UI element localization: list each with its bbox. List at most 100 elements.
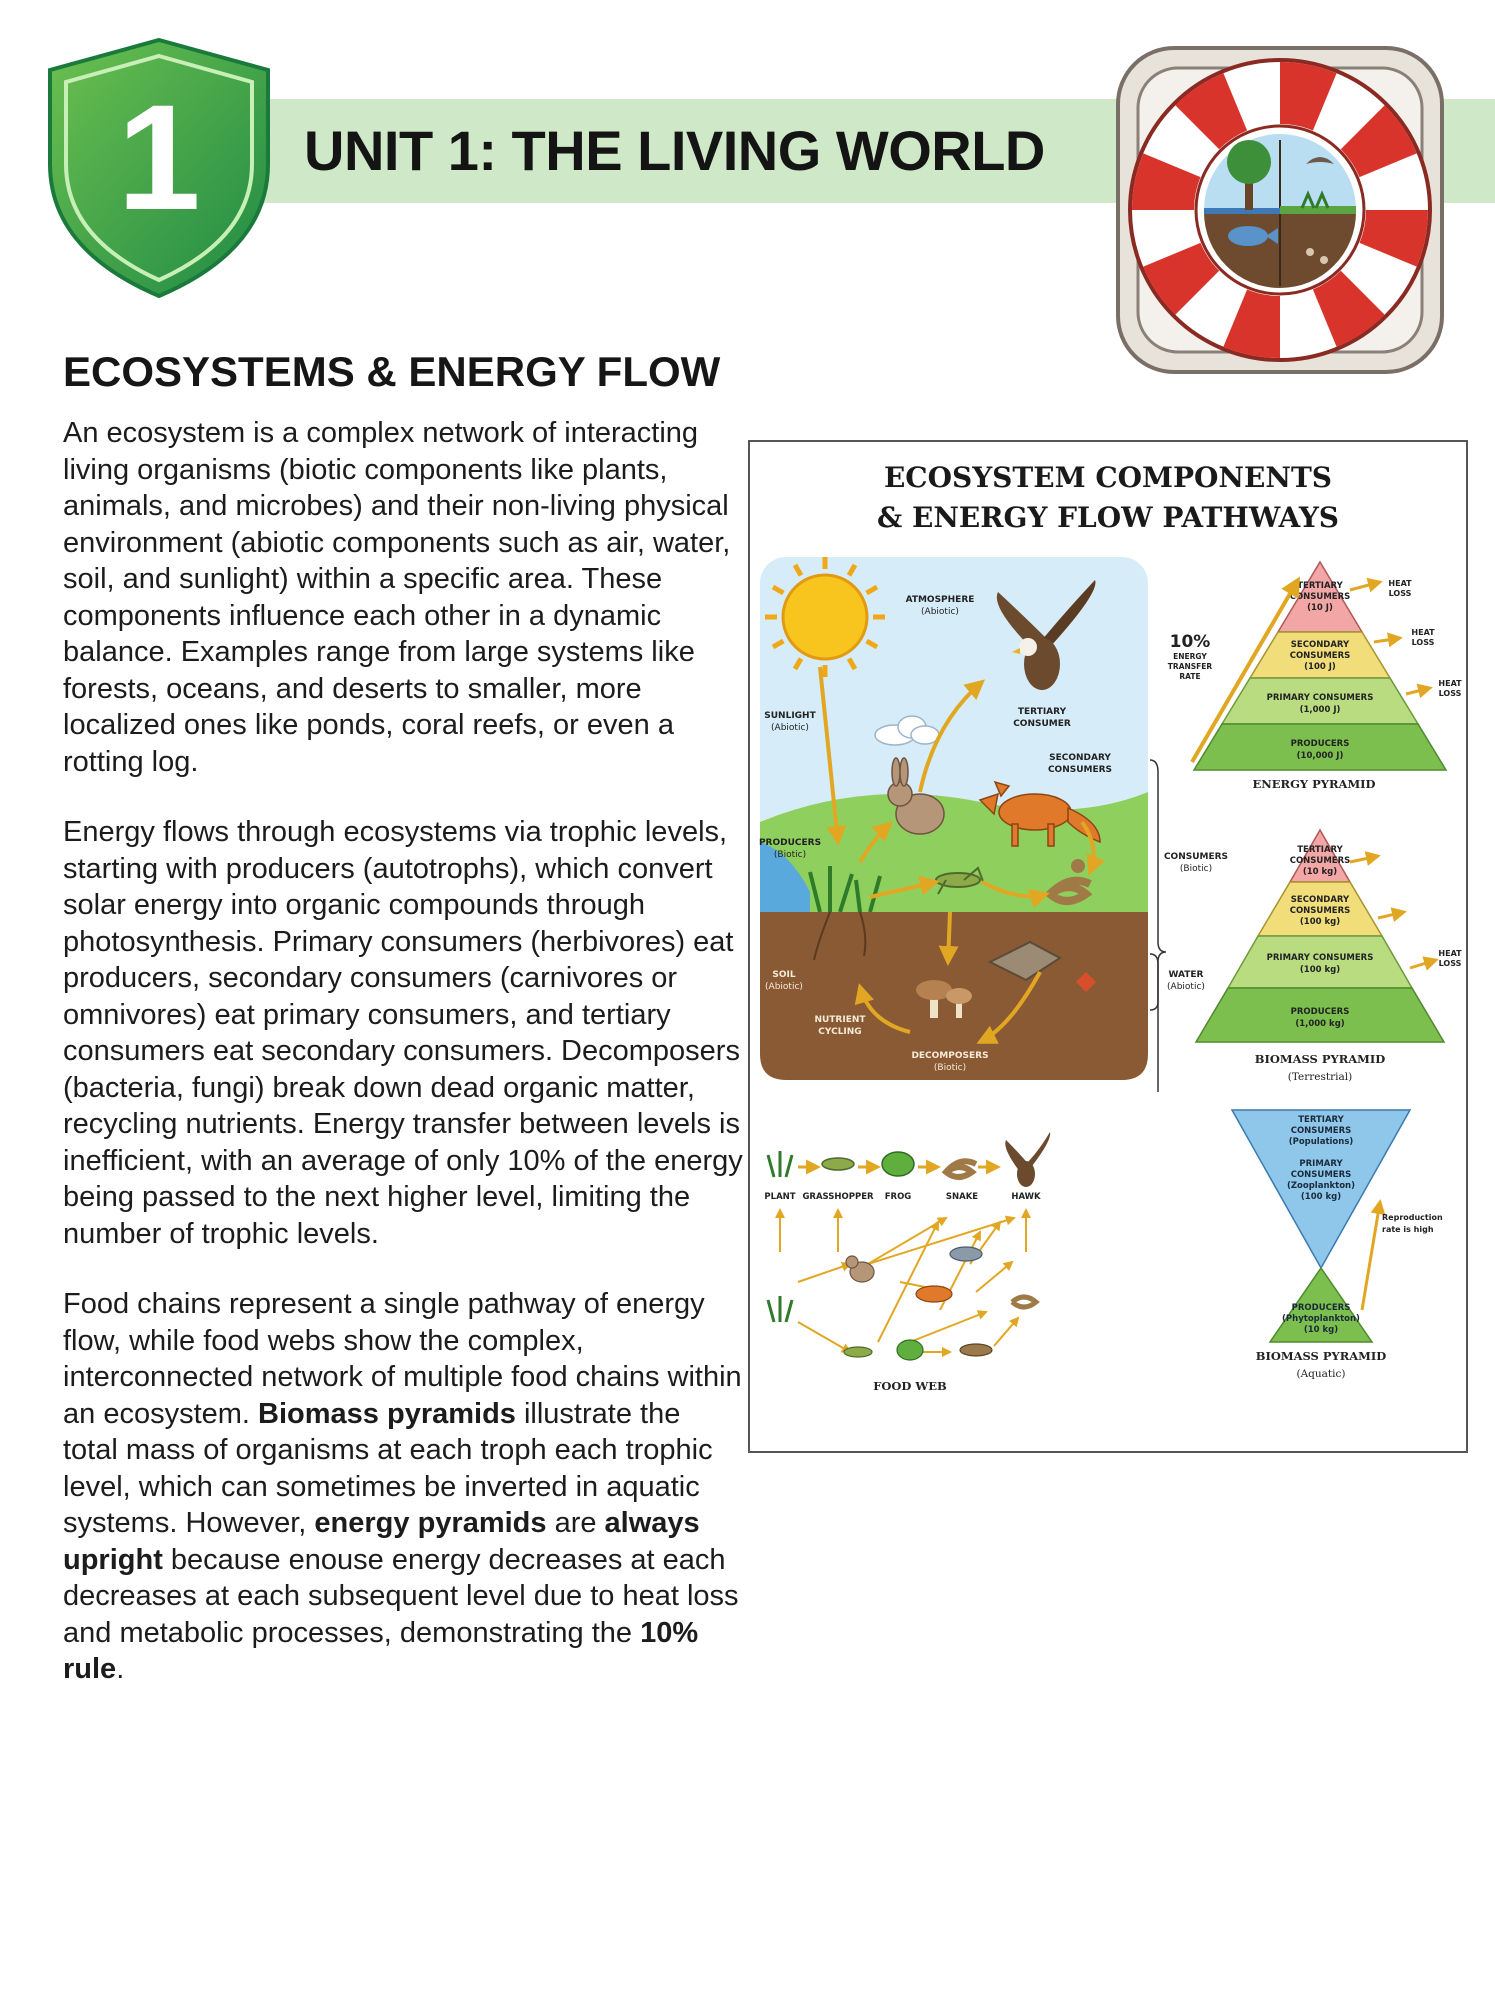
heat-loss-2-line-1: HEAT bbox=[1411, 628, 1435, 637]
figure-title-line-1: ECOSYSTEM COMPONENTS bbox=[883, 461, 1333, 494]
sun-ray bbox=[792, 657, 804, 671]
hawk-icon bbox=[1005, 1132, 1051, 1187]
fox-icon bbox=[915, 1285, 953, 1303]
bold-term-10-percent-rule: 10% rule bbox=[63, 1616, 699, 1686]
label-soil-sub: (Abiotic) bbox=[765, 982, 803, 992]
bold-term-energy-pyramids: energy pyramids bbox=[314, 1507, 547, 1539]
text-run: because enouse energy decreases at each … bbox=[63, 1543, 739, 1649]
aquatic-bottom-line-3: (10 kg) bbox=[1304, 1325, 1338, 1335]
label-decomposers: DECOMPOSERS bbox=[911, 1051, 988, 1061]
food-web: PLANT GRASSHOPPER FROG SNAKE HAWK bbox=[764, 1132, 1051, 1393]
frog-icon bbox=[896, 1339, 924, 1361]
bold-term-always-upright: always upright bbox=[63, 1507, 700, 1576]
terrestrial-level-1-line-3: (10 kg) bbox=[1303, 867, 1337, 877]
text-run: . bbox=[116, 1653, 125, 1685]
sun-ray bbox=[771, 584, 785, 596]
label-consumers-bracket: CONSUMERS bbox=[1164, 852, 1228, 862]
grasshopper-icon bbox=[843, 1346, 873, 1358]
terrestrial-level-2-line-3: (100 kg) bbox=[1300, 917, 1340, 927]
label-producers: PRODUCERS bbox=[759, 838, 821, 848]
snake-icon bbox=[1044, 859, 1093, 905]
ecosystem-figure: ECOSYSTEM COMPONENTS & ENERGY FLOW PATHW… bbox=[748, 440, 1468, 1453]
paragraph-3: Food chains represent a single pathway o… bbox=[63, 1286, 743, 1688]
ten-percent-label: 10% bbox=[1170, 632, 1211, 652]
heat-loss-1-line-1: HEAT bbox=[1388, 579, 1412, 588]
food-chain-label-3: FROG bbox=[885, 1192, 912, 1202]
label-water-bracket: WATER bbox=[1168, 970, 1203, 980]
rabbit-icon bbox=[845, 1255, 875, 1283]
label-consumers-bracket-sub: (Biotic) bbox=[1180, 864, 1212, 874]
figure-title: ECOSYSTEM COMPONENTS & ENERGY FLOW PATHW… bbox=[750, 458, 1466, 538]
lizard-icon bbox=[959, 1343, 993, 1357]
label-tertiary: TERTIARY bbox=[1018, 707, 1067, 717]
aquatic-note-1: Reproduction bbox=[1382, 1213, 1443, 1222]
label-water-bracket-sub: (Abiotic) bbox=[1167, 982, 1205, 992]
figure-illustration: ATMOSPHERE (Abiotic) SUNLIGHT (Abiotic) … bbox=[759, 557, 1462, 1393]
aquatic-top-line-5: CONSUMERS bbox=[1291, 1170, 1352, 1180]
food-chain-label-2: GRASSHOPPER bbox=[802, 1192, 874, 1202]
ring-segment bbox=[1340, 105, 1417, 178]
sun-ray bbox=[771, 638, 785, 650]
sun-ray bbox=[846, 657, 858, 671]
aquatic-top-line-6: (Zooplankton) bbox=[1287, 1181, 1355, 1191]
biomass-pyramid-terrestrial: TERTIARY CONSUMERS (10 kg) SECONDARY CON… bbox=[1194, 828, 1462, 1083]
decaying-log-icon bbox=[987, 940, 1062, 982]
sun-ray bbox=[792, 563, 804, 577]
snake-icon bbox=[941, 1158, 978, 1180]
aquatic-top-line-1: TERTIARY bbox=[1298, 1115, 1344, 1125]
biomass-pyramid-aquatic: TERTIARY CONSUMERS (Populations) PRIMARY… bbox=[1230, 1109, 1443, 1380]
ring-segment bbox=[1359, 210, 1428, 267]
fish-icon bbox=[949, 1246, 983, 1262]
energy-level-4-line-2: (10,000 J) bbox=[1297, 751, 1344, 761]
energy-level-1-line-2: CONSUMERS bbox=[1290, 592, 1351, 602]
heat-loss-3-line-1: HEAT bbox=[1438, 679, 1462, 688]
aquatic-top-line-2: CONSUMERS bbox=[1291, 1126, 1352, 1136]
rabbit-icon bbox=[887, 757, 945, 835]
ring-segment bbox=[1175, 73, 1248, 150]
aquatic-caption-sub: (Aquatic) bbox=[1297, 1368, 1346, 1380]
aquatic-top-line-3: (Populations) bbox=[1289, 1137, 1354, 1147]
food-chain-label-1: PLANT bbox=[764, 1192, 795, 1202]
terrestrial-level-2-line-2: CONSUMERS bbox=[1290, 906, 1351, 916]
energy-level-4-line-1: PRODUCERS bbox=[1291, 739, 1350, 749]
label-producers-sub: (Biotic) bbox=[774, 850, 806, 860]
section-heading: ECOSYSTEMS & ENERGY FLOW bbox=[63, 348, 721, 395]
food-web-caption: FOOD WEB bbox=[873, 1379, 947, 1393]
plant-icon bbox=[808, 866, 882, 961]
label-secondary: SECONDARY bbox=[1049, 753, 1111, 763]
transfer-label-1: ENERGY bbox=[1173, 652, 1207, 661]
terrestrial-level-1-line-1: TERTIARY bbox=[1297, 845, 1343, 855]
terrestrial-level-3-line-1: PRIMARY CONSUMERS bbox=[1267, 953, 1374, 963]
terrestrial-level-2-line-1: SECONDARY bbox=[1291, 895, 1350, 905]
terrestrial-heat-loss-1: HEAT bbox=[1438, 949, 1462, 958]
grasshopper-icon bbox=[821, 1157, 855, 1171]
label-nutrient-2: CYCLING bbox=[818, 1027, 861, 1037]
life-ring-ecosystem-icon bbox=[1116, 46, 1444, 374]
terrestrial-caption-sub: (Terrestrial) bbox=[1288, 1071, 1352, 1083]
sun-ray bbox=[865, 584, 879, 596]
ring-segment bbox=[1143, 242, 1220, 315]
paragraph-1: An ecosystem is a complex network of int… bbox=[63, 417, 731, 778]
figure-title-line-2: & ENERGY FLOW PATHWAYS bbox=[876, 501, 1340, 534]
sun-ray bbox=[846, 563, 858, 577]
energy-level-3-line-2: (1,000 J) bbox=[1300, 705, 1341, 715]
aquatic-note-2: rate is high bbox=[1382, 1225, 1434, 1234]
food-chain-label-4: SNAKE bbox=[946, 1192, 978, 1202]
transfer-label-2: TRANSFER bbox=[1168, 662, 1213, 671]
frog-icon bbox=[881, 1151, 915, 1177]
sun-ray bbox=[865, 638, 879, 650]
plant-icon bbox=[766, 1151, 794, 1323]
label-tertiary-2: CONSUMER bbox=[1013, 719, 1071, 729]
aquatic-caption: BIOMASS PYRAMID bbox=[1256, 1349, 1387, 1363]
snake-icon bbox=[1010, 1294, 1040, 1310]
eagle-icon bbox=[996, 580, 1096, 690]
ring-segment bbox=[1132, 153, 1201, 210]
ecosystem-scene: ATMOSPHERE (Abiotic) SUNLIGHT (Abiotic) … bbox=[759, 557, 1228, 1092]
terrestrial-level-4-line-2: (1,000 kg) bbox=[1295, 1019, 1344, 1029]
bold-term-biomass-pyramids: Biomass pyramids bbox=[258, 1397, 516, 1430]
energy-level-2-line-1: SECONDARY bbox=[1291, 640, 1350, 650]
label-atmosphere: ATMOSPHERE bbox=[906, 595, 975, 605]
food-chain-label-5: HAWK bbox=[1011, 1192, 1041, 1202]
energy-level-2-line-2: CONSUMERS bbox=[1290, 651, 1351, 661]
ring-segment bbox=[1223, 289, 1280, 358]
